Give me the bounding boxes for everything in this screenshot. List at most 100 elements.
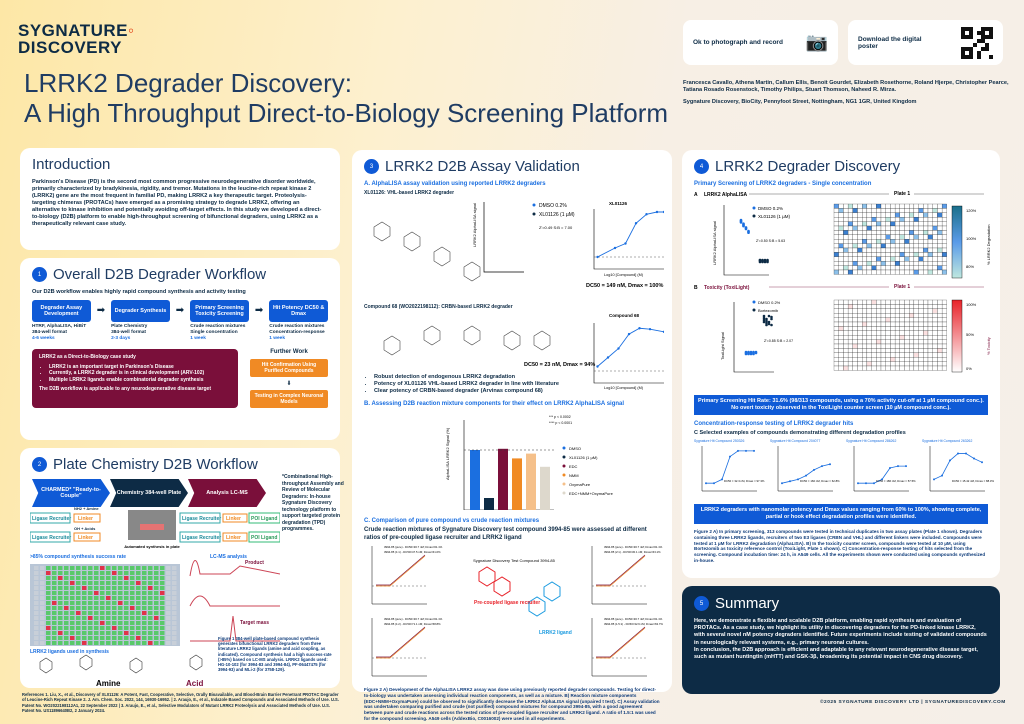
heatmap-cell: [876, 365, 882, 371]
qr-code-icon[interactable]: [961, 26, 993, 59]
heatmap-cell: [894, 212, 900, 218]
fit-curve: [706, 450, 754, 484]
heatmap-cell: [847, 308, 853, 314]
heatmap-cell: [866, 234, 872, 240]
heatmap-cell: [876, 335, 882, 340]
heatmap-cell: [847, 335, 853, 340]
plate-well: [34, 626, 39, 630]
heatmap-cell: [894, 317, 900, 323]
plate-well: [94, 616, 99, 620]
plate-well: [94, 591, 99, 595]
plate-well: [64, 576, 69, 580]
heatmap-cell: [876, 304, 882, 309]
heatmap-cell: [941, 217, 947, 222]
plate-well: [118, 576, 123, 580]
heatmap-cell: [871, 234, 877, 240]
heatmap-cell: [890, 317, 896, 323]
heatmap-cell: [909, 217, 915, 222]
plate-well: [148, 576, 153, 580]
plate-well: [58, 576, 63, 580]
plate-well: [34, 571, 39, 575]
plate-well: [172, 576, 177, 580]
heatmap-cell: [932, 234, 938, 240]
heatmap-cell: [876, 352, 882, 358]
heatmap-cell: [894, 221, 900, 227]
legend-marker: [562, 446, 566, 450]
plate-well: [154, 636, 159, 640]
plate-well: [88, 581, 93, 585]
plate-well: [166, 591, 171, 595]
plate-well: [172, 581, 177, 585]
heatmap-cell: [923, 225, 929, 231]
plate-well: [172, 631, 177, 635]
download-poster[interactable]: Download the digital poster: [848, 20, 1003, 65]
heatmap-cell: [932, 335, 938, 340]
heatmap-cell: [899, 304, 905, 309]
heatmap-cell: [880, 243, 886, 249]
heatmap-cell: [904, 239, 910, 244]
plate-well: [154, 591, 159, 595]
data-point: [744, 227, 748, 231]
heatmap-cell: [932, 321, 938, 327]
plate-well: [166, 566, 171, 570]
plate-well: [100, 581, 105, 585]
plate-well: [64, 611, 69, 615]
heatmap-cell: [885, 234, 891, 240]
heatmap-cell: [923, 317, 929, 323]
heatmap-cell: [899, 256, 905, 262]
heatmap-cell: [890, 212, 896, 218]
heatmap-cell: [941, 221, 947, 227]
heatmap-cell: [871, 239, 877, 244]
heatmap-cell: [857, 256, 863, 262]
heatmap-cell: [913, 234, 919, 240]
heatmap-cell: [927, 225, 933, 231]
heatmap-cell: [923, 365, 929, 371]
heatmap-cell: [904, 326, 910, 331]
plate-well: [106, 566, 111, 570]
crude-panel: 3994-85 (pure) - DC50=30.7 nM; Dmax=61.1…: [591, 545, 663, 605]
heatmap-cell: [852, 234, 858, 240]
heatmap-cell: [876, 265, 882, 271]
heatmap-cell: [913, 317, 919, 323]
plate-well: [112, 576, 117, 580]
plate-well: [82, 631, 87, 635]
heatmap-cell: [843, 234, 849, 240]
heatmap-cell: [890, 304, 896, 309]
plate-well: [46, 636, 51, 640]
heatmap-cell: [866, 265, 872, 271]
plate-well: [40, 611, 45, 615]
heatmap-cell: [890, 203, 896, 209]
heatmap-cell: [880, 269, 886, 275]
legend-label: NMM: [569, 473, 579, 478]
heatmap-cell: [862, 230, 868, 235]
svg-text:% LRRK2 Degradation: % LRRK2 Degradation: [986, 225, 991, 265]
heatmap-cell: [909, 252, 915, 257]
heatmap-cell: [904, 230, 910, 235]
plate-well: [124, 586, 129, 590]
heatmap-cell: [899, 203, 905, 209]
data-point: [739, 221, 743, 224]
heatmap-cell: [871, 348, 877, 353]
plate-well: [142, 571, 147, 575]
heatmap-cell: [894, 243, 900, 249]
heatmap-cell: [857, 230, 863, 235]
heatmap-cell: [852, 335, 858, 340]
heatmap-cell: [847, 234, 853, 240]
plate-well: [154, 641, 159, 645]
plate-well: [40, 596, 45, 600]
plate-well: [148, 626, 153, 630]
heatmap-cell: [838, 317, 844, 323]
heatmap-cell: [918, 203, 924, 209]
heatmap-cell: [838, 343, 844, 349]
heatmap-cell: [838, 252, 844, 257]
heatmap-cell: [871, 217, 877, 222]
heatmap-cell: [941, 252, 947, 257]
heatmap-cell: [899, 265, 905, 271]
heatmap-cell: [847, 243, 853, 249]
plate-well: [64, 566, 69, 570]
